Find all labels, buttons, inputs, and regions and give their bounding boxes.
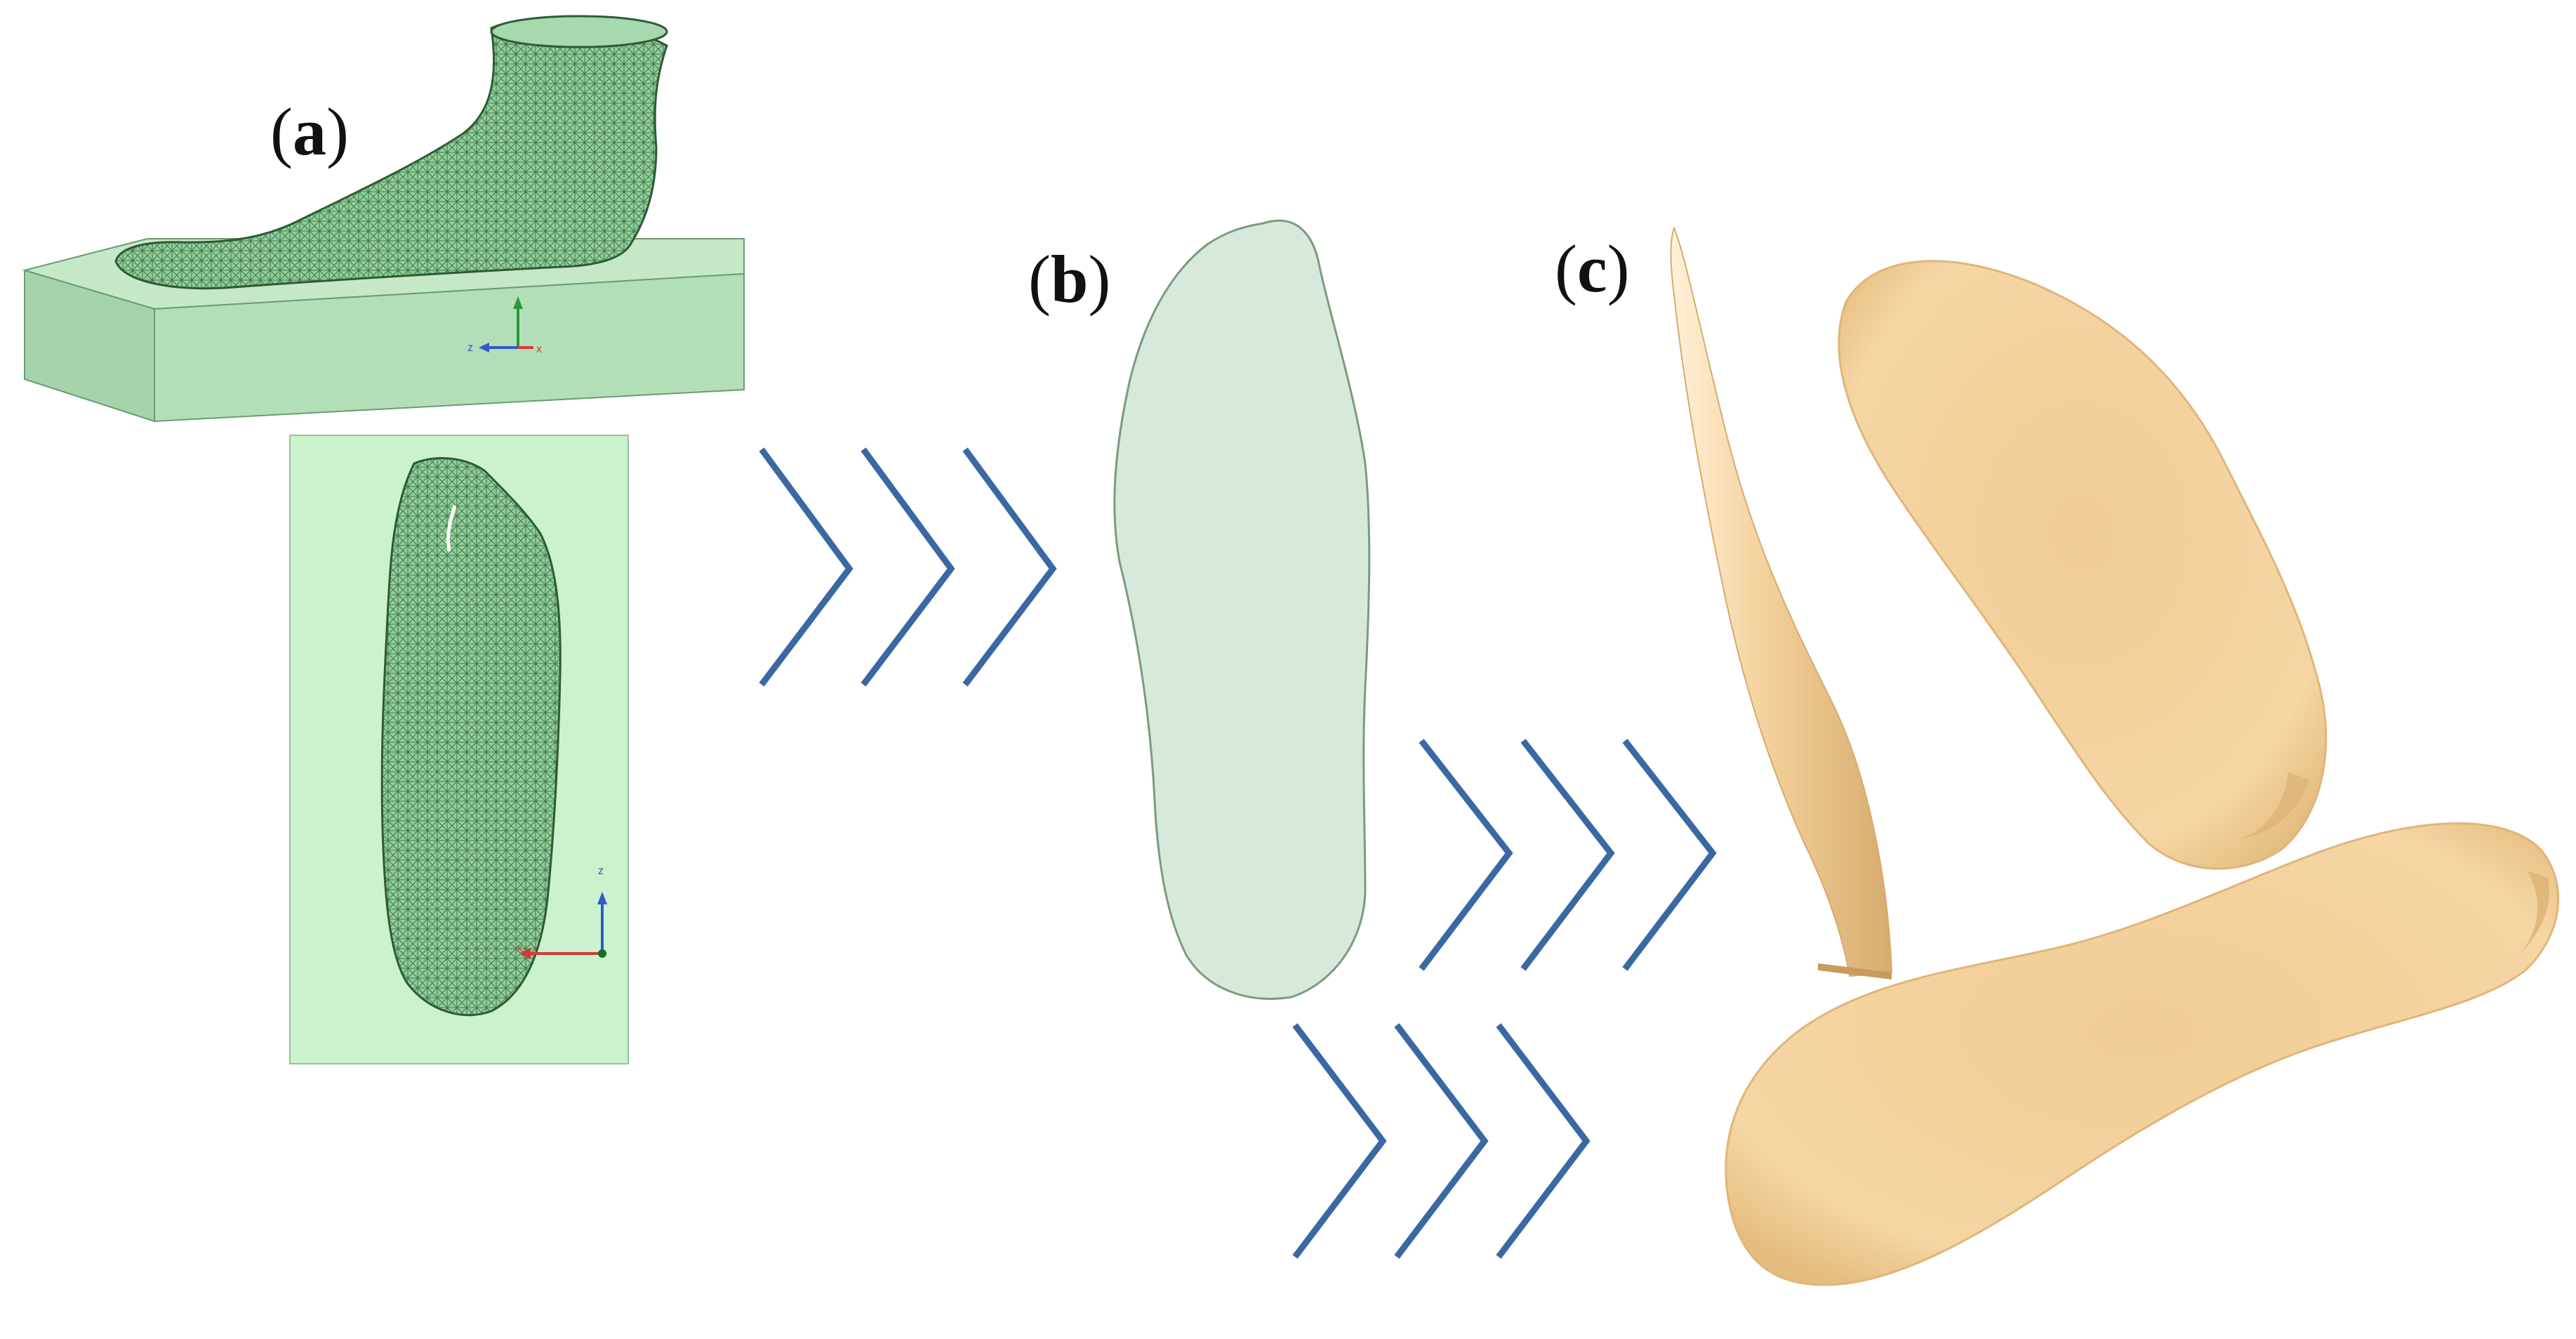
axis-label-x-side: x bbox=[536, 343, 542, 355]
axis-label-z-side: z bbox=[467, 342, 473, 354]
insole-oblique-outline bbox=[1725, 822, 2560, 1286]
base-block-side bbox=[154, 272, 745, 423]
toe-gap-mark bbox=[446, 505, 457, 552]
chevron-icon bbox=[759, 447, 854, 687]
foot-mesh-side bbox=[114, 19, 668, 290]
chevron-icon bbox=[1520, 739, 1615, 971]
chevron-arrows-b-to-c-lower bbox=[1292, 1023, 1591, 1259]
panel-label-a: (a) bbox=[270, 94, 349, 169]
chevron-arrows-b-to-c-upper bbox=[1419, 739, 1717, 971]
chevron-icon bbox=[1419, 739, 1513, 971]
foot-outline-shape bbox=[1113, 219, 1371, 1000]
axis-triad-sole: z x bbox=[517, 865, 607, 959]
foot-mesh-sole bbox=[380, 457, 562, 1017]
ankle-opening bbox=[490, 15, 668, 48]
chevron-arrows-a-to-b bbox=[759, 447, 1057, 687]
chevron-icon bbox=[861, 447, 955, 687]
chevron-icon bbox=[1496, 1023, 1591, 1259]
foot-side-view: z x bbox=[22, 15, 745, 423]
chevron-icon bbox=[962, 447, 1057, 687]
insole-oblique-view bbox=[1725, 822, 2560, 1286]
axis-label-z-sole: z bbox=[598, 865, 604, 877]
panel-label-b: (b) bbox=[1028, 242, 1111, 317]
axis-triad-side: z x bbox=[467, 296, 542, 355]
foot-sole-view: z x bbox=[289, 435, 629, 1064]
axis-label-x-sole: x bbox=[517, 942, 522, 954]
panel-label-c: (c) bbox=[1555, 231, 1630, 306]
chevron-icon bbox=[1292, 1023, 1387, 1259]
chevron-icon bbox=[1394, 1023, 1489, 1259]
chevron-icon bbox=[1622, 739, 1717, 971]
insole-top-view bbox=[1838, 260, 2328, 870]
insole-side-sliver bbox=[1670, 226, 1893, 979]
insole-top-outline bbox=[1838, 260, 2328, 870]
insole-side-profile bbox=[1670, 226, 1893, 977]
